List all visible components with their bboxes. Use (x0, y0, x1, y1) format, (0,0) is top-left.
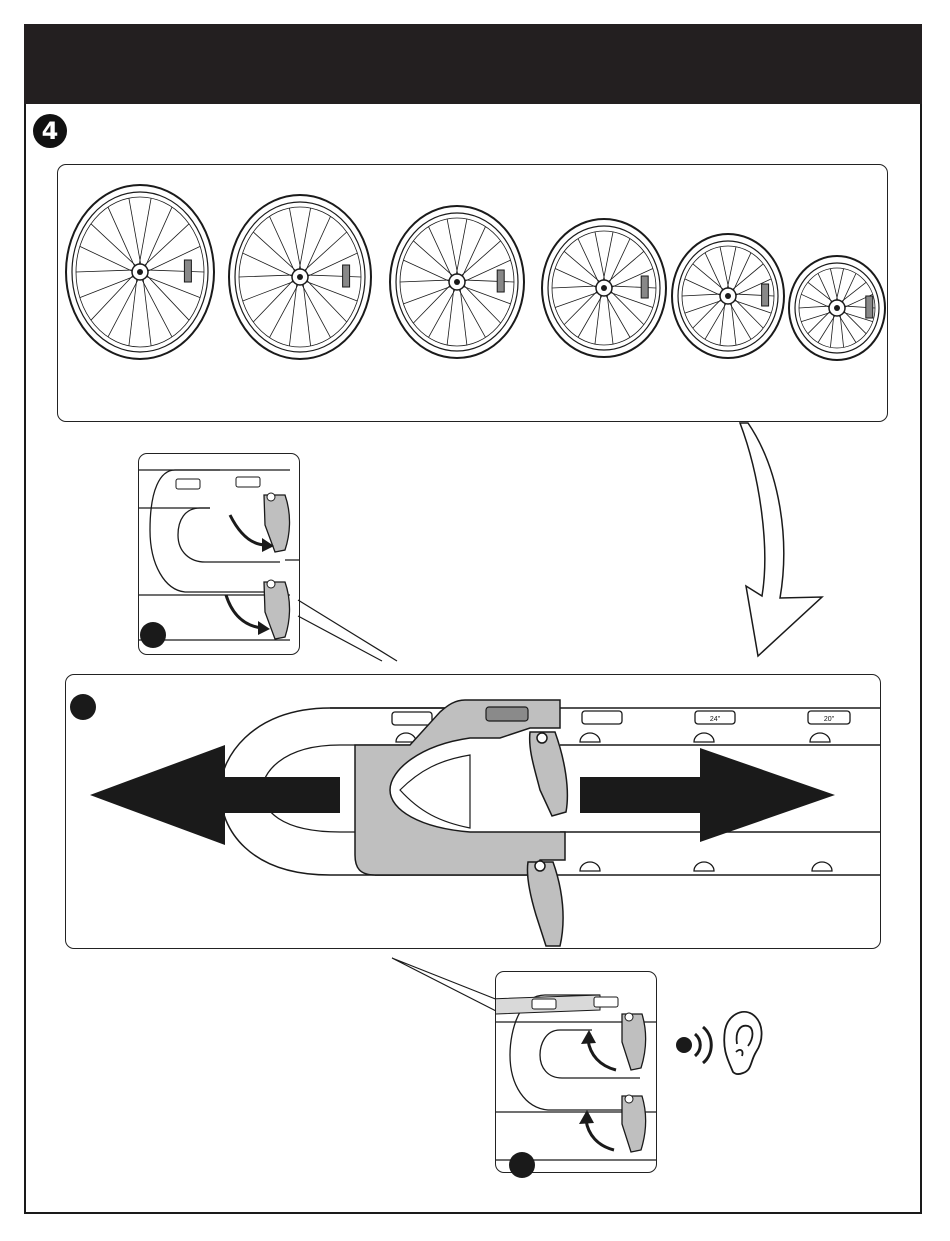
curved-arrow-icon (740, 423, 822, 656)
callout-line-bottom (392, 958, 498, 1012)
ear-icon (724, 1012, 761, 1074)
release-detail-illustration (139, 470, 300, 640)
size-marker-20: 20" (824, 716, 835, 723)
callout-line-top (298, 600, 397, 661)
sound-icon (676, 1027, 711, 1063)
size-marker-24: 24" (710, 716, 721, 723)
lock-detail-illustration (460, 995, 660, 1160)
double-arrow-icon (90, 745, 340, 845)
